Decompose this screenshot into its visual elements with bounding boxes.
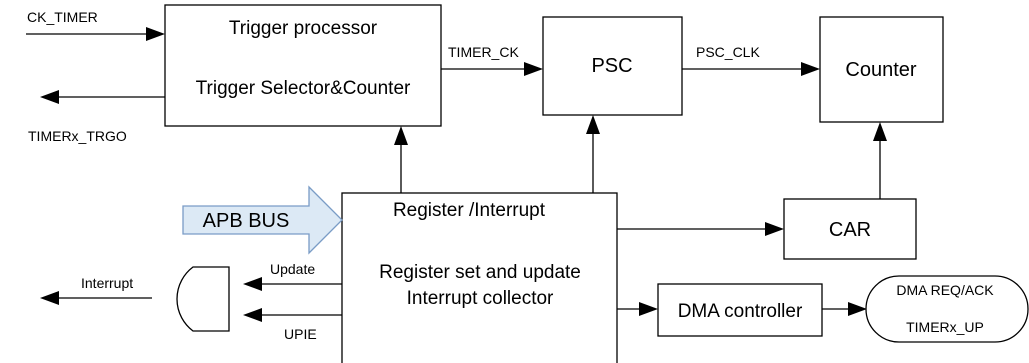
- counter-label: Counter: [845, 59, 916, 81]
- psc-block: PSC: [542, 16, 683, 116]
- update-arrowhead: [243, 277, 262, 291]
- timer-ck-arrowhead: [524, 62, 543, 76]
- register-interrupt-block: Register /Interrupt Register set and upd…: [341, 192, 618, 363]
- psc-clk-label: PSC_CLK: [696, 44, 760, 60]
- dma-arrowhead: [639, 302, 658, 316]
- dma-req-ack-label: DMA REQ/ACK: [896, 282, 994, 298]
- update-label: Update: [270, 261, 315, 277]
- register-to-car-wire: [617, 222, 784, 236]
- car-label: CAR: [829, 219, 871, 241]
- psc-clk-signal: PSC_CLK: [682, 44, 820, 76]
- timer-ck-signal: TIMER_CK: [441, 44, 543, 76]
- counter-block: Counter: [819, 16, 944, 123]
- car-block: CAR: [783, 198, 917, 260]
- trigger-processor-box: [164, 4, 442, 127]
- trigger-selector-label: Trigger Selector&Counter: [196, 78, 411, 99]
- register-interrupt-title: Register /Interrupt: [393, 200, 546, 221]
- apb-bus-arrow-shape: [182, 185, 343, 255]
- timerx-trgo-label: TIMERx_TRGO: [28, 128, 127, 144]
- psc-clk-arrowhead: [801, 62, 820, 76]
- dma-controller-box: [657, 283, 823, 337]
- dma-req-arrowhead: [848, 302, 867, 316]
- psc-label: PSC: [591, 55, 632, 77]
- car-arrowhead: [765, 222, 784, 236]
- dma-req-ack-terminal: DMA REQ/ACK TIMERx_UP: [865, 275, 1029, 343]
- interrupt-label: Interrupt: [81, 275, 133, 291]
- interrupt-collector-label: Interrupt collector: [407, 288, 554, 309]
- upie-label: UPIE: [284, 326, 317, 342]
- register-to-dma-wire: [617, 302, 658, 316]
- dma-to-req-wire: [822, 302, 867, 316]
- counter-up-arrowhead: [873, 122, 887, 141]
- register-set-label: Register set and update: [379, 262, 581, 283]
- psc-box: [542, 16, 683, 116]
- apb-bus-label: APB BUS: [203, 210, 290, 232]
- dma-controller-block: DMA controller: [657, 283, 823, 337]
- interrupt-arrowhead: [40, 291, 59, 305]
- trgo-arrowhead: [40, 90, 59, 104]
- timerx-up-label: TIMERx_UP: [906, 319, 984, 335]
- psc-up-arrowhead: [586, 115, 600, 134]
- trigger-processor-title: Trigger processor: [229, 18, 378, 39]
- and-gate: [176, 266, 230, 332]
- trigger-processor-block: Trigger processor Trigger Selector&Count…: [164, 4, 442, 127]
- ck-timer-signal: CK_TIMER: [26, 9, 165, 41]
- timerx-trgo-signal: TIMERx_TRGO: [28, 90, 165, 144]
- counter-box: [819, 16, 944, 123]
- trigger-up-arrowhead: [394, 126, 408, 145]
- apb-bus-arrow: APB BUS: [182, 185, 343, 255]
- ck-timer-arrowhead: [146, 27, 165, 41]
- and-gate-shape: [176, 266, 230, 332]
- dma-controller-label: DMA controller: [678, 301, 803, 322]
- update-signal: Update: [243, 261, 342, 291]
- car-box: [783, 198, 917, 260]
- upie-arrowhead: [243, 308, 262, 322]
- ck-timer-label: CK_TIMER: [27, 9, 98, 25]
- register-to-trigger-wire: [394, 126, 408, 193]
- dma-req-ack-shape: [865, 275, 1029, 343]
- register-to-psc-wire: [586, 115, 600, 193]
- interrupt-signal: Interrupt: [40, 275, 152, 305]
- timer-ck-label: TIMER_CK: [448, 44, 519, 60]
- car-to-counter-wire: [873, 122, 887, 199]
- upie-signal: UPIE: [243, 308, 342, 342]
- register-interrupt-box: [341, 192, 618, 363]
